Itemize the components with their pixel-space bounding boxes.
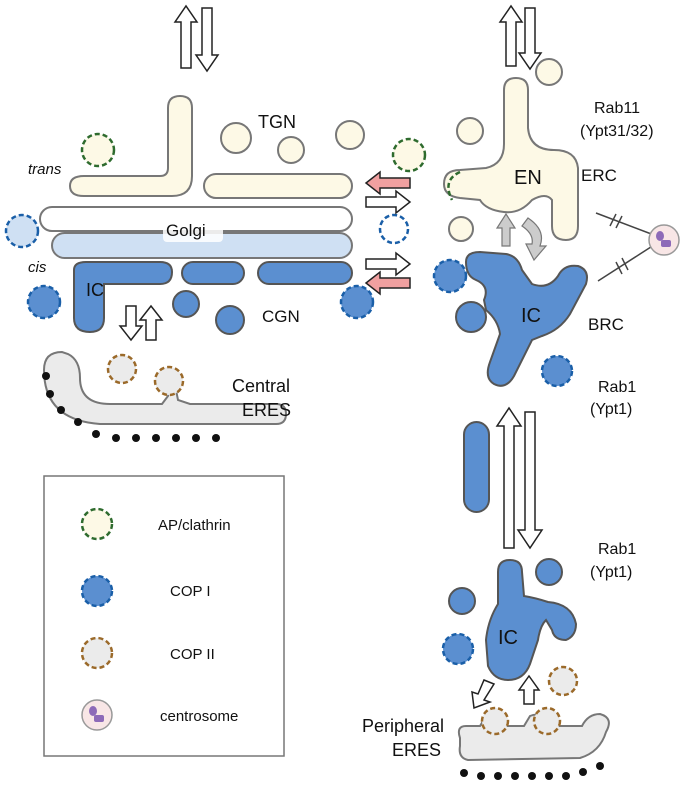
en-label: EN (514, 167, 542, 189)
cgn-vesicles (172, 290, 245, 335)
erc-compartment: EN ERC Rab11 (Ypt31/32) (442, 4, 680, 282)
golgi-exchange-arrows (173, 4, 220, 73)
tubular-carrier (463, 421, 490, 513)
brc-vesicle (455, 301, 487, 333)
legend: AP/clathrin COP I COP II centrosome (43, 475, 285, 757)
ic-cisterna-right (257, 261, 353, 285)
brc-ic-compartment (464, 250, 588, 387)
endosomal-recycling-compartment (442, 76, 579, 242)
rab11-label-line2: (Ypt31/32) (580, 123, 654, 140)
cop2-vesicle (547, 665, 579, 697)
erc-vesicle (456, 117, 484, 145)
cop1-vesicle (540, 354, 574, 388)
rab1-upper-label-line1: Rab1 (598, 379, 636, 396)
centrosome-icon (648, 224, 680, 256)
central-eres-label-line1: Central (232, 376, 290, 396)
peripheral-eres-ribosomes (460, 762, 604, 780)
rab11-label-line1: Rab11 (594, 100, 640, 117)
erc-vesicle (535, 58, 563, 86)
cis-label: cis (28, 259, 47, 276)
ic-golgi-label: IC (86, 280, 104, 300)
brc-label: BRC (588, 315, 624, 334)
peripheral-eres-label-line2: ERES (392, 740, 441, 760)
erc-exchange-arrows (498, 4, 543, 71)
cop2-vesicle (153, 365, 185, 397)
tgn-cisterna-right (203, 173, 353, 199)
peripheral-vesicle (448, 587, 476, 615)
legend-label-ap-clathrin: AP/clathrin (158, 517, 231, 534)
ap-clathrin-vesicle (80, 132, 116, 168)
long-down-arrow (516, 411, 544, 550)
legend-label-cop2: COP II (170, 646, 215, 663)
erc-brc-curve-arrow (521, 217, 548, 262)
erc-label: ERC (581, 166, 617, 185)
cop1-vesicle (26, 284, 62, 320)
legend-label-cop1: COP I (170, 583, 211, 600)
peripheral-vesicle (535, 558, 563, 586)
centrosome-icon (81, 699, 113, 731)
peripheral-in-arrow (517, 674, 541, 705)
peripheral-eres-label-line1: Peripheral (362, 716, 444, 736)
cop1-vesicle (441, 632, 475, 666)
transport-carrier-group (463, 406, 544, 550)
tgn-label: TGN (258, 112, 296, 132)
trans-label: trans (28, 161, 62, 178)
central-eres-ribosomes (42, 372, 220, 442)
peripheral-out-arrow (471, 679, 496, 710)
cop1-vesicle-icon (80, 574, 114, 608)
rab1-upper-label-line2: (Ypt1) (590, 401, 632, 418)
tgn-cisterna (68, 94, 193, 197)
ap-clathrin-vesicle-icon (80, 507, 114, 541)
ic-brc-label: IC (521, 305, 541, 327)
brc-compartment: IC BRC Rab1 (Ypt1) (432, 250, 636, 418)
erc-vesicle (448, 216, 474, 242)
tgn-vesicles (220, 120, 365, 164)
clathrin-coat (447, 170, 461, 201)
ap-clathrin-vesicle (391, 137, 427, 173)
legend-label-centrosome: centrosome (160, 708, 238, 725)
central-eres-membrane (42, 350, 288, 425)
rab1-lower-label-line1: Rab1 (598, 541, 636, 558)
central-eres-label-line2: ERES (242, 400, 291, 420)
centrosome-links (595, 212, 655, 282)
erc-brc-up-arrow (495, 212, 517, 247)
golgi-label: Golgi (166, 221, 206, 240)
rab1-lower-label-line2: (Ypt1) (590, 564, 632, 581)
peripheral-compartment: Rab1 (Ypt1) IC Peripheral ERES (362, 541, 636, 780)
cop2-vesicle (532, 706, 562, 736)
peripheral-ic-compartment (484, 558, 578, 682)
cop1-vesicle (378, 213, 410, 245)
cop1-vesicle (4, 213, 40, 249)
golgi-complex: TGN trans Golgi cis IC CGN (4, 4, 427, 442)
golgi-erc-exchange (364, 170, 412, 296)
cgn-label: CGN (262, 307, 300, 326)
cop2-vesicle (480, 706, 510, 736)
golgi-label-bg (163, 218, 223, 242)
cop2-vesicle (106, 353, 138, 385)
ic-eres-arrows (118, 304, 164, 342)
cop2-vesicle-icon (80, 636, 114, 670)
long-up-arrow (495, 406, 523, 549)
ic-peripheral-label: IC (498, 627, 518, 649)
cop1-vesicle (432, 258, 468, 294)
ic-cisterna-mid (181, 261, 245, 285)
cop1-vesicle (339, 284, 375, 320)
ic-cisterna-golgi (73, 261, 174, 334)
